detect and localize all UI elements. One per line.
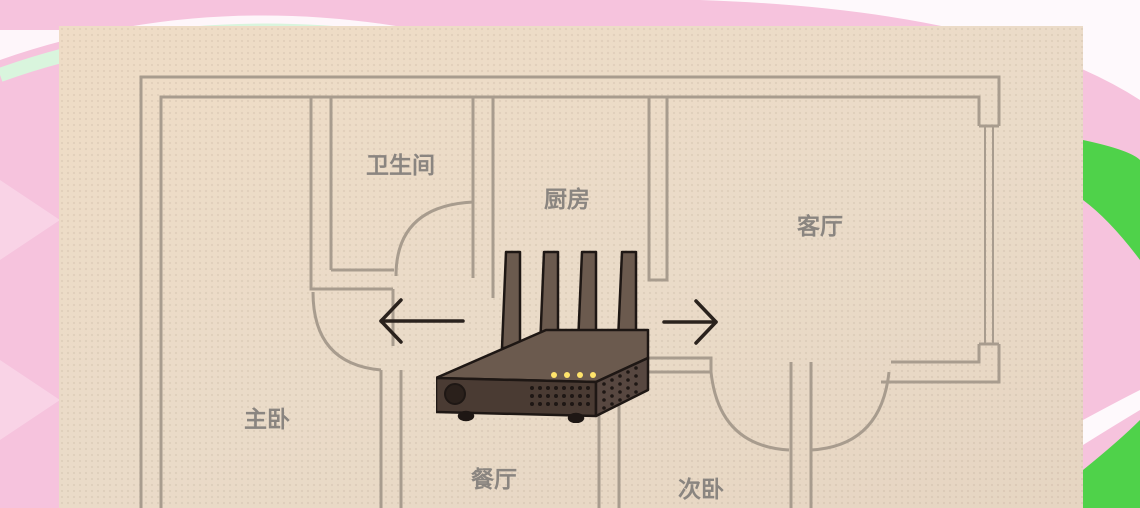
room-label-kitchen: 厨房	[544, 187, 590, 213]
room-label-second-bedroom: 次卧	[678, 477, 724, 503]
room-label-bathroom: 卫生间	[366, 153, 435, 179]
room-label-dining-room: 餐厅	[471, 467, 517, 493]
room-label-master-bedroom: 主卧	[244, 407, 290, 433]
floor-plan-panel: 卫生间 厨房 客厅 主卧 餐厅 次卧	[59, 26, 1083, 508]
arrow-right-icon	[662, 299, 718, 345]
panel-texture	[59, 26, 1083, 508]
wifi-router-icon	[436, 250, 650, 423]
arrow-left-icon	[379, 298, 465, 344]
floor-plan-walls	[139, 75, 1001, 508]
room-label-living-room: 客厅	[797, 214, 843, 240]
